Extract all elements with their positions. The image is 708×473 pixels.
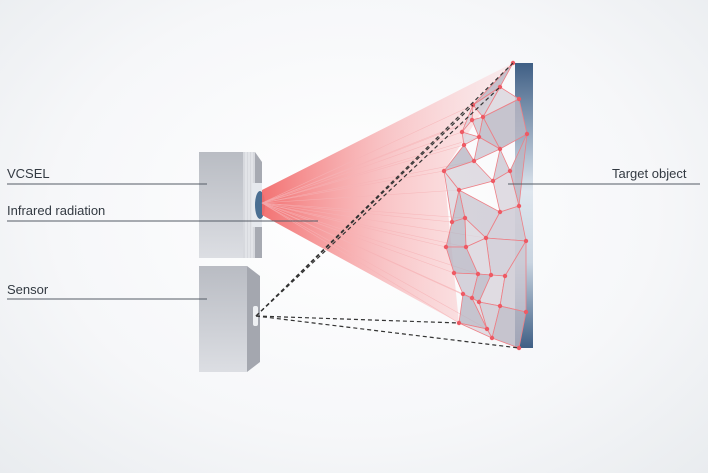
mesh-point bbox=[461, 142, 467, 148]
beam-ray bbox=[261, 160, 475, 204]
beam-ray bbox=[261, 202, 467, 248]
mesh-point bbox=[516, 203, 522, 209]
mesh-point bbox=[480, 114, 486, 120]
beam-ray bbox=[261, 119, 473, 204]
mesh-point bbox=[488, 272, 494, 278]
beam-ray bbox=[261, 202, 447, 248]
infrared-radiation-label: Infrared radiation bbox=[7, 203, 106, 218]
mesh-point bbox=[484, 326, 490, 332]
mesh-point bbox=[475, 271, 481, 277]
mesh-point bbox=[523, 238, 529, 244]
mesh-point bbox=[463, 244, 469, 250]
mesh-facet bbox=[461, 131, 481, 146]
mesh-facet bbox=[472, 86, 501, 118]
mesh-point bbox=[443, 244, 449, 250]
beam-ray bbox=[261, 202, 488, 330]
beam-ray bbox=[261, 202, 480, 303]
mesh-point bbox=[459, 129, 465, 135]
reflection-lines bbox=[255, 62, 520, 349]
mesh-point bbox=[516, 96, 522, 102]
mesh-point bbox=[489, 335, 495, 341]
vcsel-device bbox=[199, 152, 265, 258]
beam-ray bbox=[261, 202, 455, 274]
mesh-facet bbox=[458, 322, 493, 339]
mesh-point bbox=[507, 168, 513, 174]
mesh-point bbox=[456, 187, 462, 193]
mesh-point bbox=[502, 273, 508, 279]
beam-ray bbox=[261, 104, 474, 204]
beam-ray bbox=[261, 131, 463, 204]
mesh-point bbox=[476, 134, 482, 140]
vcsel-label: VCSEL bbox=[7, 166, 50, 181]
beam-ray bbox=[261, 170, 445, 204]
beam-ray bbox=[261, 202, 460, 324]
mesh-facet bbox=[443, 169, 460, 223]
sensor-device bbox=[199, 266, 260, 372]
mesh-facet bbox=[473, 136, 501, 162]
mesh-point bbox=[490, 178, 496, 184]
mesh-point bbox=[451, 270, 457, 276]
mesh-point bbox=[462, 215, 468, 221]
mesh-point bbox=[449, 219, 455, 225]
mesh-point bbox=[471, 158, 477, 164]
mesh-point bbox=[497, 84, 503, 90]
beam-ray bbox=[261, 144, 465, 204]
mesh-point bbox=[524, 131, 530, 137]
mesh-point bbox=[469, 117, 475, 123]
mesh-point bbox=[497, 146, 503, 152]
mesh-point bbox=[441, 168, 447, 174]
beam-ray bbox=[261, 202, 487, 239]
target-object-label: Target object bbox=[612, 166, 687, 181]
beam-ray bbox=[261, 202, 453, 223]
mesh-point bbox=[469, 295, 475, 301]
mesh-point bbox=[476, 299, 482, 305]
target-mesh bbox=[441, 60, 530, 351]
mesh-point bbox=[497, 209, 503, 215]
mesh-point bbox=[497, 303, 503, 309]
beam-ray bbox=[261, 202, 479, 275]
beam-ray bbox=[261, 136, 480, 204]
beam-ray bbox=[261, 189, 460, 204]
mesh-point bbox=[460, 291, 466, 297]
mesh-point bbox=[483, 235, 489, 241]
mesh-point bbox=[523, 309, 529, 315]
sensor-label: Sensor bbox=[7, 282, 49, 297]
mesh-point bbox=[516, 345, 522, 351]
